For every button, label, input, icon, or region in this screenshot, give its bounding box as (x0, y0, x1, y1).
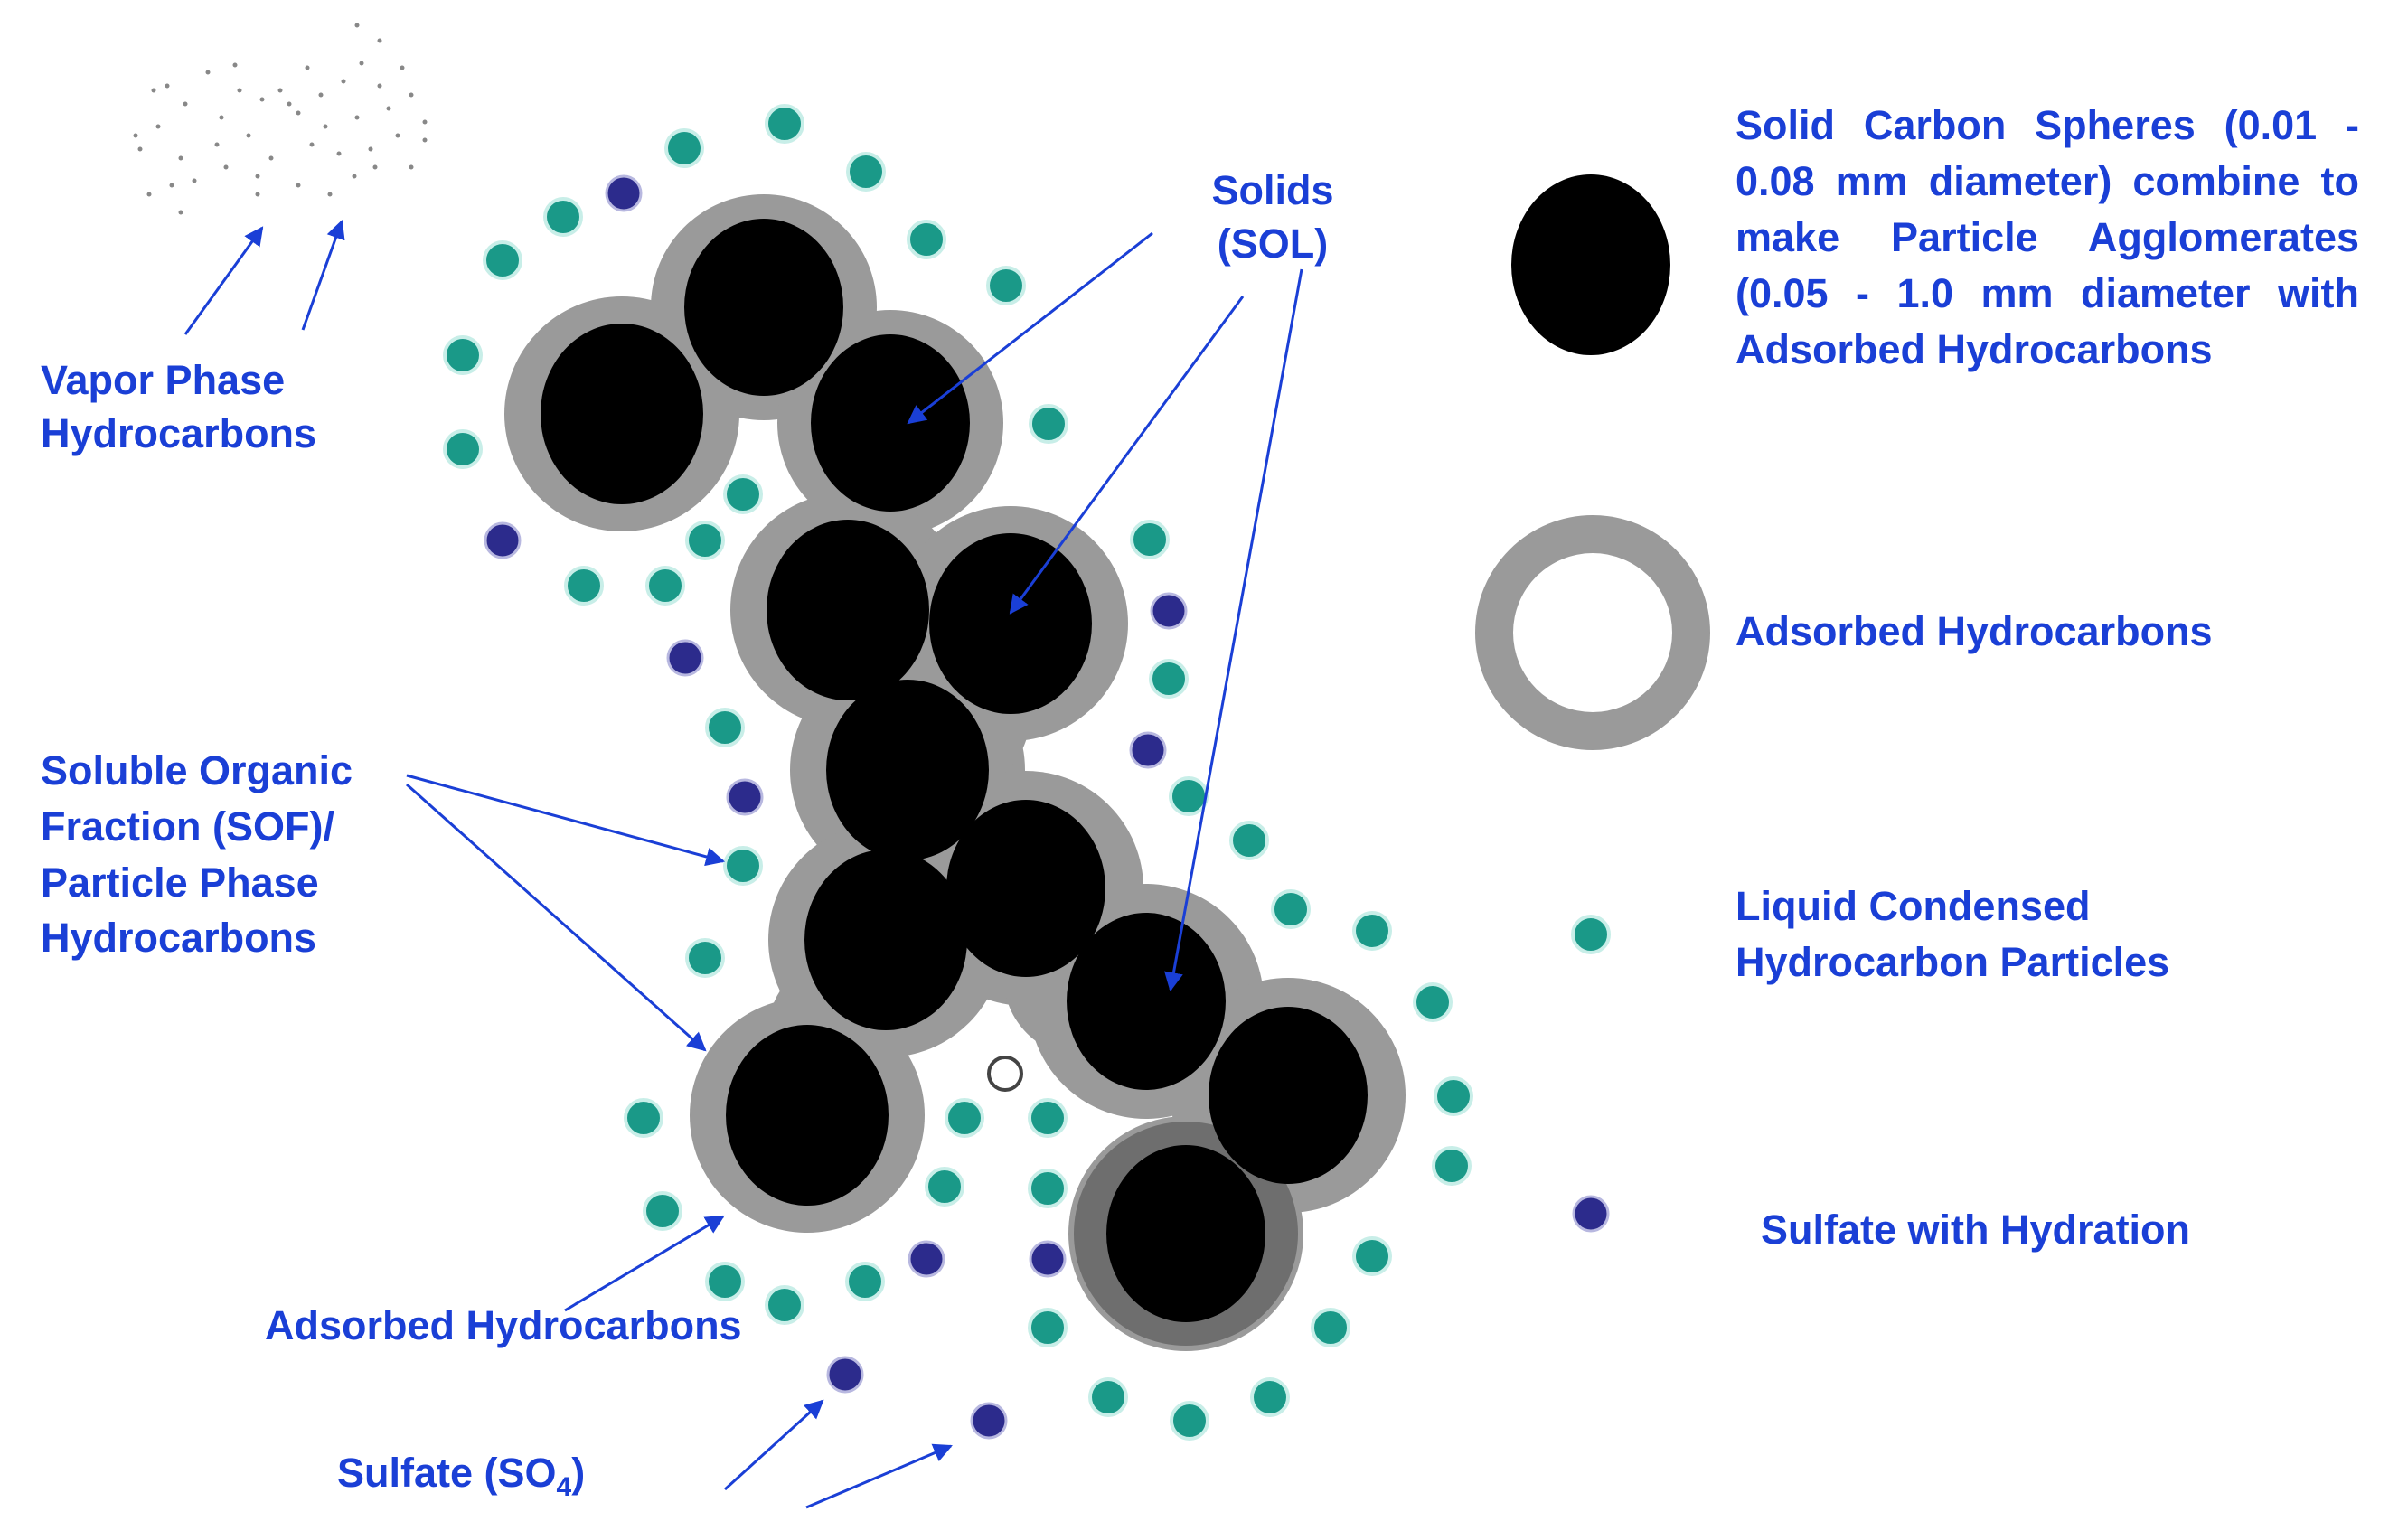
vapor-dot (133, 133, 138, 138)
vapor-dot (395, 133, 400, 138)
sulfate-label: Sulfate (SO4) (337, 1450, 585, 1502)
legend-carbon-line: 0.08 mm diameter) combine to (1735, 158, 2359, 204)
vapor-dot (409, 164, 414, 170)
legend-carbon-line: make Particle Agglomerates (1735, 214, 2359, 260)
small-adsorbed-ring (987, 1056, 1023, 1092)
vapor-dot (165, 83, 170, 89)
vapor-dot (259, 97, 265, 102)
sof-label-1: Soluble Organic (41, 747, 353, 793)
legend-carbon-line: (0.05 - 1.0 mm diameter with (1735, 270, 2359, 316)
sulfate-particles (484, 174, 1188, 1440)
vapor-dot (341, 79, 346, 84)
vapor-dot (409, 92, 414, 98)
vapor-dot (178, 210, 183, 215)
legend-carbon-text: Solid Carbon Spheres (0.01 - 0.08 mm dia… (1735, 98, 2359, 378)
vapor-dot (155, 124, 161, 129)
vapor-phase-dots (133, 23, 428, 215)
vapor-dot (372, 164, 378, 170)
vapor-dot (318, 92, 324, 98)
vapor-dot (368, 146, 373, 152)
solids-label-1: Solids (1211, 167, 1333, 213)
vapor-dot (205, 70, 211, 75)
vapor-dot (327, 192, 333, 197)
vapor-dot (309, 142, 315, 147)
vapor-dot (336, 151, 342, 156)
pointer-arrows (183, 220, 1303, 1509)
vapor-dot (223, 164, 229, 170)
legend-liquid-text: Liquid Condensed Hydrocarbon Particles (1735, 878, 2169, 991)
vapor-dot (268, 155, 274, 161)
vapor-dot (377, 38, 382, 43)
vapor-dot (237, 88, 242, 93)
legend-liquid-line-2: Hydrocarbon Particles (1735, 939, 2170, 985)
vapor-dot (359, 61, 364, 66)
legend-carbon-line: Adsorbed Hydrocarbons (1735, 326, 2213, 372)
adsorbed-hydrocarbons-label: Adsorbed Hydrocarbons (265, 1302, 742, 1348)
vapor-dot (232, 62, 238, 68)
vapor-dot (214, 142, 220, 147)
vapor-dot (352, 174, 357, 179)
legend-liquid-line-1: Liquid Condensed (1735, 883, 2091, 929)
vapor-dot (354, 23, 360, 28)
vapor-dot (305, 65, 310, 70)
sof-label-2: Fraction (SOF)/ (41, 803, 334, 850)
solids-label-2: (SOL) (1218, 221, 1328, 267)
legend-adsorbed-text: Adsorbed Hydrocarbons (1735, 608, 2213, 654)
vapor-dot (296, 183, 301, 188)
sof-label-3: Particle Phase (41, 859, 319, 906)
legend-liquid-particle (1571, 915, 1611, 954)
vapor-dot (255, 174, 260, 179)
sof-label-4: Hydrocarbons (41, 915, 316, 961)
vapor-dot (287, 101, 292, 107)
vapor-dot (277, 88, 283, 93)
vapor-dot (422, 137, 428, 143)
vapor-dot (400, 65, 405, 70)
vapor-dot (386, 106, 391, 111)
vapor-dot (354, 115, 360, 120)
vapor-dot (178, 155, 183, 161)
vapor-dot (219, 115, 224, 120)
vapor-dot (323, 124, 328, 129)
liquid-condensed-particles (443, 104, 1473, 1441)
vapor-dot (146, 192, 152, 197)
vapor-dot (169, 183, 174, 188)
legend-carbon-sphere (1511, 174, 1670, 355)
vapor-dot (422, 119, 428, 125)
legend-sulfate-particle (1572, 1195, 1610, 1233)
legend-carbon-line: Solid Carbon Spheres (0.01 - (1735, 102, 2359, 148)
vapor-dot (137, 146, 143, 152)
vapor-dot (255, 192, 260, 197)
vapor-dot (183, 101, 188, 107)
vapor-dot (377, 83, 382, 89)
vapor-dot (151, 88, 156, 93)
solid-carbon-spheres (541, 219, 1368, 1322)
vapor-dot (192, 178, 197, 183)
vapor-dot (246, 133, 251, 138)
vapor-phase-label-1: Vapor Phase (41, 357, 285, 403)
vapor-phase-label-2: Hydrocarbons (41, 410, 316, 456)
legend-adsorbed-ring-inner (1513, 553, 1672, 712)
vapor-dot (296, 110, 301, 116)
legend-sulfate-text: Sulfate with Hydration (1761, 1207, 2191, 1253)
